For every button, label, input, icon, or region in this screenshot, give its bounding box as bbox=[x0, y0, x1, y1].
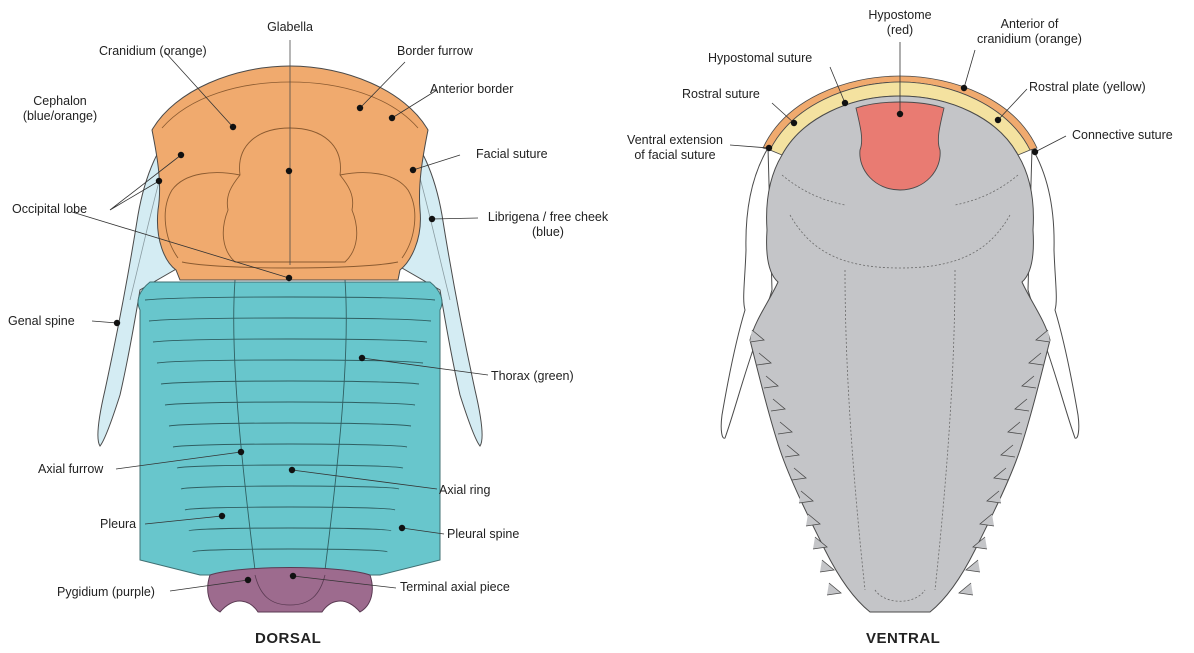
ventral-view bbox=[721, 42, 1079, 612]
label-facial-suture: Facial suture bbox=[476, 147, 548, 162]
label-cephalon-line1: Cephalon bbox=[10, 94, 110, 109]
label-occipital-lobe: Occipital lobe bbox=[12, 202, 87, 217]
label-anterior-cranidium: Anterior of cranidium (orange) bbox=[962, 17, 1097, 47]
label-librigena-line1: Librigena / free cheek bbox=[478, 210, 618, 225]
label-anterior-cranidium-line1: Anterior of bbox=[962, 17, 1097, 32]
label-pygidium: Pygidium (purple) bbox=[57, 585, 155, 600]
label-terminal-axial-piece: Terminal axial piece bbox=[400, 580, 510, 595]
label-rostral-plate: Rostral plate (yellow) bbox=[1029, 80, 1146, 95]
label-cephalon-line2: (blue/orange) bbox=[10, 109, 110, 124]
label-axial-ring: Axial ring bbox=[439, 483, 490, 498]
label-cephalon: Cephalon (blue/orange) bbox=[10, 94, 110, 124]
label-hypostome-line2: (red) bbox=[855, 23, 945, 38]
label-hypostome-line1: Hypostome bbox=[855, 8, 945, 23]
label-thorax: Thorax (green) bbox=[491, 369, 574, 384]
label-hypostomal-suture: Hypostomal suture bbox=[708, 51, 812, 66]
label-ventral-extension: Ventral extension of facial suture bbox=[620, 133, 730, 163]
label-librigena: Librigena / free cheek (blue) bbox=[478, 210, 618, 240]
label-border-furrow: Border furrow bbox=[397, 44, 473, 59]
caption-ventral: VENTRAL bbox=[866, 630, 940, 647]
label-pleural-spine: Pleural spine bbox=[447, 527, 519, 542]
label-hypostome: Hypostome (red) bbox=[855, 8, 945, 38]
label-connective-suture: Connective suture bbox=[1072, 128, 1173, 143]
label-pleura: Pleura bbox=[100, 517, 136, 532]
label-ventral-extension-line2: of facial suture bbox=[620, 148, 730, 163]
ventral-pleural-spine bbox=[827, 583, 841, 595]
label-axial-furrow: Axial furrow bbox=[38, 462, 103, 477]
label-librigena-line2: (blue) bbox=[478, 225, 618, 240]
label-ventral-extension-line1: Ventral extension bbox=[620, 133, 730, 148]
ventral-pleural-spine bbox=[959, 583, 973, 595]
label-glabella: Glabella bbox=[255, 20, 325, 35]
label-genal-spine: Genal spine bbox=[8, 314, 75, 329]
label-rostral-suture: Rostral suture bbox=[682, 87, 760, 102]
caption-dorsal: DORSAL bbox=[255, 630, 321, 647]
label-anterior-border: Anterior border bbox=[430, 82, 513, 97]
label-anterior-cranidium-line2: cranidium (orange) bbox=[962, 32, 1097, 47]
label-cranidium: Cranidium (orange) bbox=[99, 44, 207, 59]
thorax-shape bbox=[138, 282, 442, 575]
